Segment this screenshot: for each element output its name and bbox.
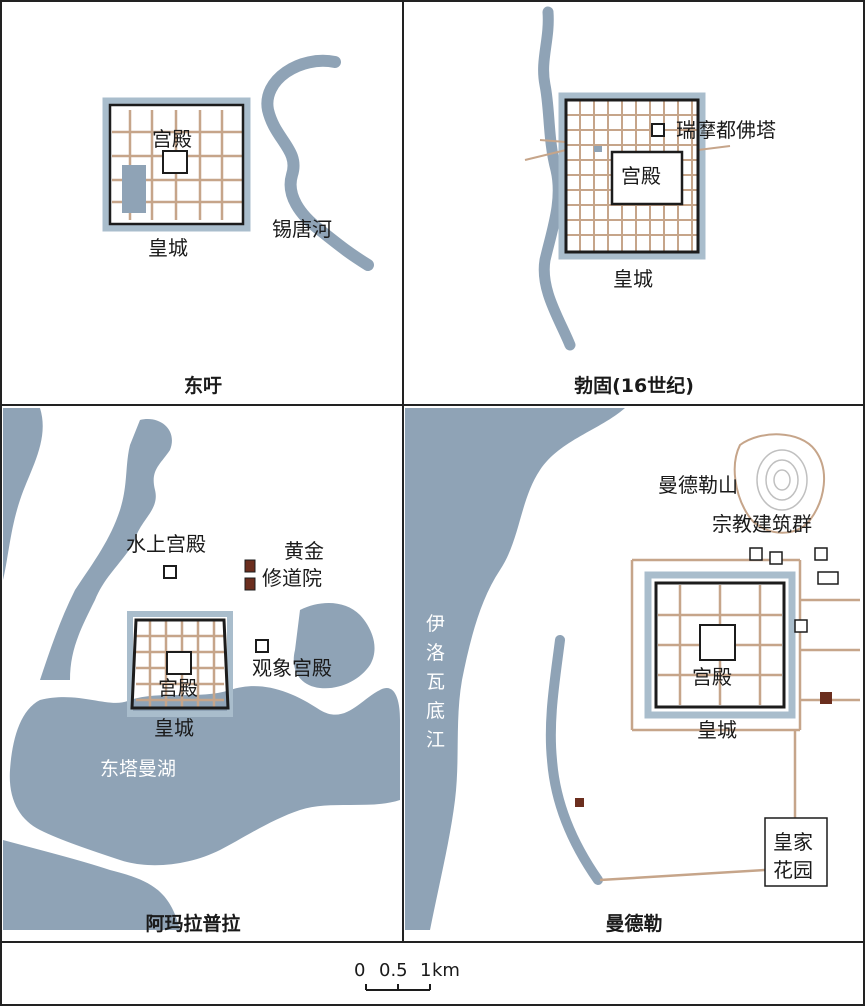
panel-bago: 宫殿 瑞摩都佛塔 皇城 勃固(16世纪): [524, 6, 776, 397]
mandalay-hill-contour-2: [765, 459, 799, 501]
monastery-marker-1: [244, 559, 256, 573]
amarapura-river-left: [3, 408, 43, 580]
scale-tick-0: 0: [354, 960, 365, 981]
irrawaddy-label: 伊 洛 瓦 底 江: [426, 613, 445, 751]
dongxu-palace: [162, 150, 188, 174]
mandalay-hill-contour-3: [773, 469, 791, 491]
amarapura-caption: 阿玛拉普拉: [145, 912, 240, 935]
mandalay-wall: [654, 581, 786, 709]
panel-amarapura: 水上宫殿 黄金 修道院 观象宫殿 宫殿 皇城 东塔曼湖 阿玛拉普拉: [3, 408, 400, 935]
river-char-1: 伊: [426, 613, 445, 635]
religious-label: 宗教建筑群: [712, 512, 812, 536]
garden-label-1: 皇家: [773, 830, 813, 854]
amarapura-wall: [130, 618, 230, 710]
observatory-palace-label: 观象宫殿: [252, 656, 332, 680]
garden-label-2: 花园: [773, 858, 813, 882]
religious-building-4: [817, 571, 839, 585]
monastery-label-2: 修道院: [262, 566, 322, 590]
bago-pond: [594, 146, 602, 152]
amarapura-palace-label: 宫殿: [158, 676, 198, 700]
water-palace-marker: [163, 565, 177, 579]
bago-river: [538, 6, 576, 351]
panel-dongxu: 宫殿 皇城 锡唐河 东吁: [102, 54, 374, 397]
dongxu-city-label: 皇城: [148, 236, 188, 260]
mandalay-brown-marker-2: [575, 798, 584, 807]
amarapura-city-label: 皇城: [154, 716, 194, 740]
bago-palace: [610, 150, 684, 206]
dongxu-wall: [108, 103, 245, 226]
dongxu-river-label: 锡唐河: [272, 217, 332, 241]
dongxu-moat: [102, 97, 251, 232]
royal-garden: [764, 817, 828, 887]
sittaung-river: [261, 54, 374, 271]
amarapura-river-south: [3, 840, 180, 930]
scale-tick-1: 1: [420, 960, 431, 981]
mandalay-palace: [699, 624, 736, 661]
religious-building-1: [749, 547, 763, 561]
bago-pagoda-marker: [651, 123, 665, 137]
river-char-4: 底: [426, 700, 445, 722]
monastery-label-1: 黄金: [284, 539, 324, 563]
lake-label: 东塔曼湖: [100, 758, 176, 780]
mandalay-hill-label: 曼德勒山: [658, 473, 738, 497]
river-char-3: 瓦: [426, 671, 445, 693]
religious-building-5: [794, 619, 808, 633]
scale-bar: 0 0.5 1 km: [354, 960, 460, 991]
panel-mandalay: 曼德勒山 宗教建筑群 宫殿 皇城 皇家 花园 伊 洛 瓦 底 江 曼德勒: [405, 408, 860, 935]
mandalay-city-label: 皇城: [697, 718, 737, 742]
bago-moat: [558, 92, 706, 260]
dongxu-pond: [122, 165, 146, 213]
water-palace-label: 水上宫殿: [126, 532, 206, 556]
bago-caption: 勃固(16世纪): [574, 374, 694, 397]
religious-building-2: [769, 551, 783, 565]
amarapura-inlet: [40, 419, 172, 680]
dongxu-caption: 东吁: [184, 374, 222, 397]
scale-tick-05: 0.5: [379, 960, 408, 981]
monastery-marker-2: [244, 577, 256, 591]
bago-palace-label: 宫殿: [621, 164, 661, 188]
bago-pagoda-label: 瑞摩都佛塔: [676, 118, 776, 142]
taungthaman-lake: [9, 686, 400, 866]
mandalay-moat: [644, 571, 796, 719]
mandalay-hill-outline: [733, 433, 826, 534]
bago-city-label: 皇城: [613, 267, 653, 291]
mandalay-canal: [545, 635, 603, 885]
amarapura-east-water: [293, 603, 375, 689]
scale-unit: km: [432, 960, 460, 981]
mandalay-hill-contour-1: [756, 449, 808, 511]
amarapura-moat: [127, 611, 233, 717]
observatory-palace-marker: [255, 639, 269, 653]
river-char-2: 洛: [426, 642, 445, 664]
dongxu-palace-label: 宫殿: [152, 127, 192, 151]
mandalay-palace-label: 宫殿: [692, 665, 732, 689]
river-char-5: 江: [426, 729, 445, 751]
mandalay-caption: 曼德勒: [605, 912, 662, 935]
amarapura-palace: [166, 651, 192, 675]
bago-wall: [564, 98, 700, 254]
irrawaddy-river: [405, 408, 625, 930]
mandalay-brown-marker-1: [820, 692, 832, 704]
religious-building-3: [814, 547, 828, 561]
